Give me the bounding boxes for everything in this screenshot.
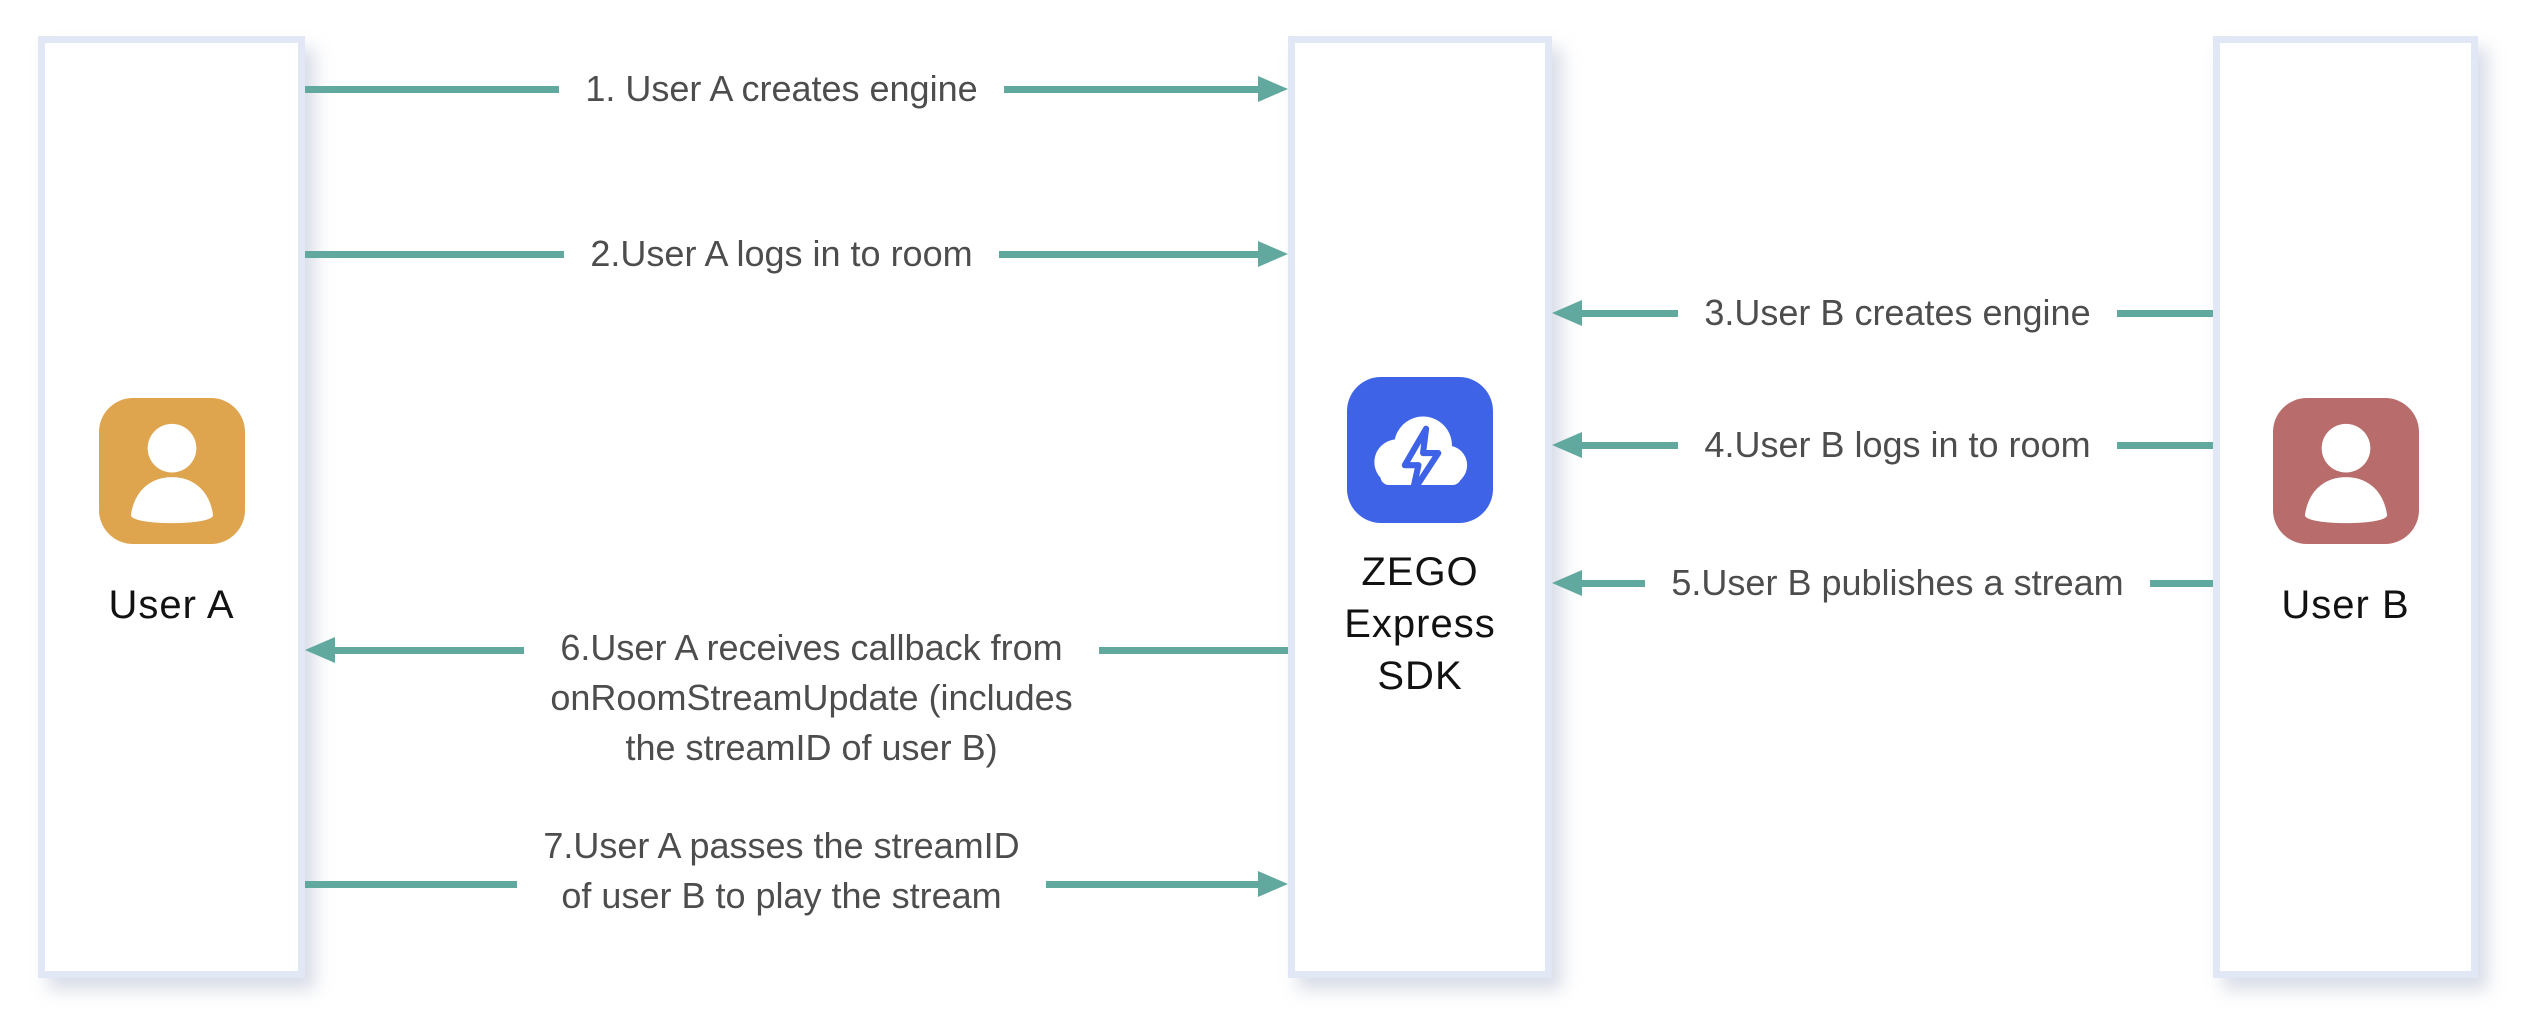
message-6-label: 6.User A receives callback from onRoomSt… (550, 627, 1073, 768)
arrow-right-icon (1045, 880, 1258, 888)
entity-label-sdk: ZEGO Express SDK (1344, 550, 1496, 698)
message-2: 2.User A logs in to room (305, 233, 1288, 274)
arrow-line (305, 85, 560, 93)
arrow-line (305, 880, 518, 888)
person-icon (2304, 423, 2387, 524)
entity-label-user-b: User B (2281, 583, 2410, 627)
message-3-label: 3.User B creates engine (1704, 292, 2091, 333)
arrow-left-icon (335, 646, 525, 654)
user-a-person-icon (98, 398, 245, 544)
arrow-line (2116, 441, 2213, 449)
message-6: 6.User A receives callback from onRoomSt… (305, 627, 1289, 768)
entity-label-user-a: User A (108, 583, 235, 627)
sdk-cloud-lightning-icon (1347, 377, 1493, 523)
message-5: 5.User B publishes a stream (1552, 562, 2214, 603)
arrow-line (305, 250, 565, 258)
message-3: 3.User B creates engine (1552, 292, 2213, 333)
arrow-line (2116, 309, 2213, 317)
arrow-right-icon (998, 250, 1258, 258)
arrow-line (2149, 579, 2214, 587)
message-4-label: 4.User B logs in to room (1704, 424, 2091, 465)
arrow-left-icon (1582, 441, 1679, 449)
entity-box-user-b: User B (2213, 36, 2478, 978)
message-4: 4.User B logs in to room (1552, 424, 2213, 465)
user-b-person-icon (2272, 398, 2419, 544)
arrow-right-icon (1003, 85, 1258, 93)
arrow-line (1098, 646, 1289, 654)
entity-box-sdk: ZEGO Express SDK (1288, 36, 1552, 978)
person-icon (130, 423, 213, 524)
message-7: 7.User A passes the streamID of user B t… (305, 825, 1288, 916)
message-2-label: 2.User A logs in to room (590, 233, 973, 274)
cloud-lightning-icon (1374, 416, 1468, 496)
message-1-label: 1. User A creates engine (585, 68, 978, 109)
message-7-label: 7.User A passes the streamID of user B t… (543, 825, 1020, 916)
arrow-left-icon (1582, 309, 1679, 317)
entity-box-user-a: User A (38, 36, 305, 978)
message-5-label: 5.User B publishes a stream (1671, 562, 2124, 603)
message-1: 1. User A creates engine (305, 68, 1288, 109)
arrow-left-icon (1582, 579, 1646, 587)
